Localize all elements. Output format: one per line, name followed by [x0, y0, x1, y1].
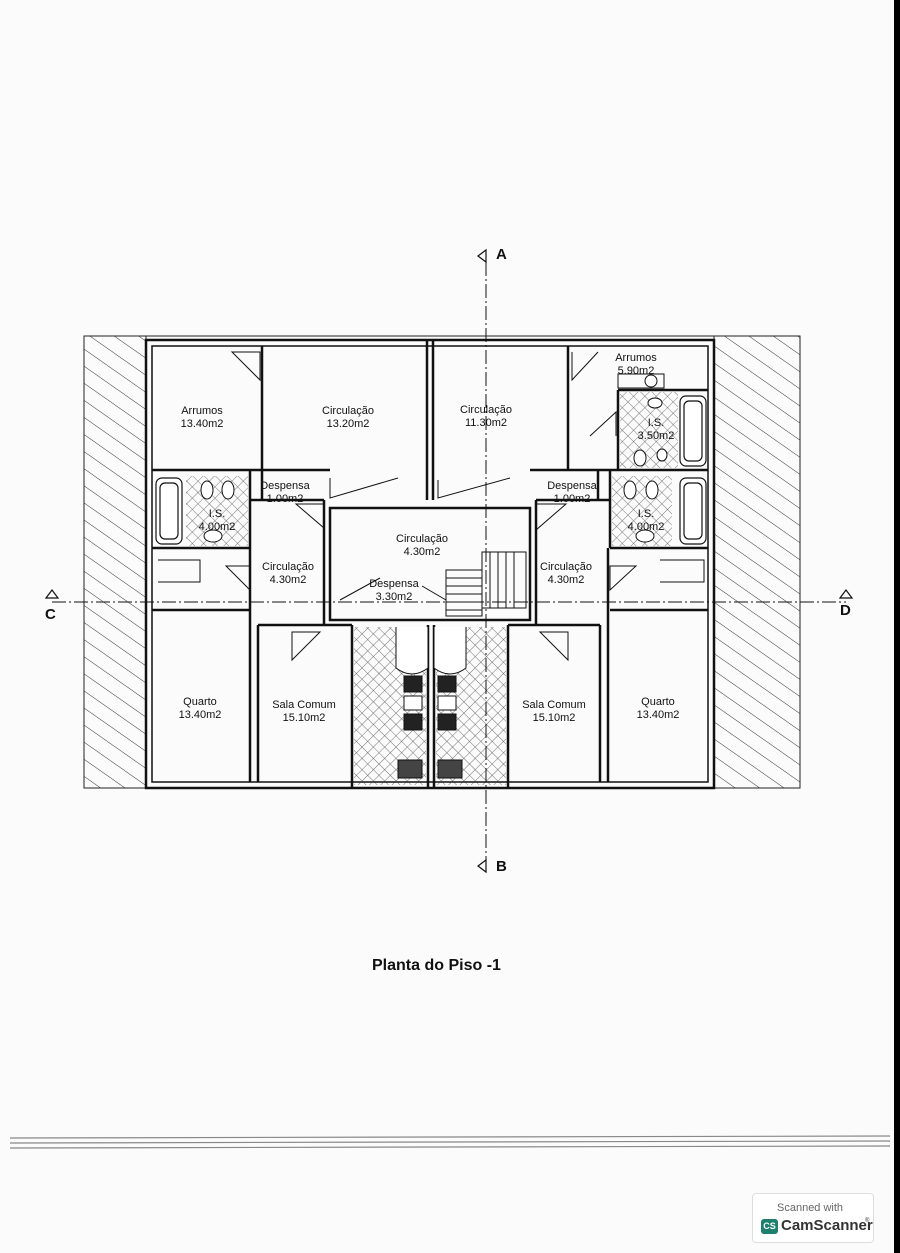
door-swings [158, 351, 705, 662]
room-label: I.S.4.00m2 [627, 508, 665, 533]
staircase [421, 551, 527, 617]
section-label-c: C [45, 606, 56, 623]
room-label: I.S.4.00m2 [198, 508, 236, 533]
bathtubs [155, 395, 707, 545]
trademark-symbol: ® [865, 1218, 870, 1224]
walls [144, 338, 716, 790]
sanitary-fixtures [200, 373, 668, 543]
right-ground-hatch [713, 335, 801, 789]
camscanner-badge: Scanned with CS CamScanner ® [752, 1193, 874, 1243]
section-label-a: A [496, 246, 507, 263]
lightwells [395, 627, 467, 779]
camscanner-name: CamScanner [781, 1217, 873, 1234]
camscanner-logo-icon: CS [761, 1219, 778, 1234]
room-label: I.S.3.50m2 [637, 417, 675, 442]
section-markers [44, 248, 854, 874]
section-label-d: D [840, 602, 851, 619]
left-ground-hatch [83, 335, 147, 789]
scanned-with-text: Scanned with [777, 1202, 844, 1214]
section-lines [52, 262, 846, 860]
sheet-border [9, 1135, 891, 1149]
plan-title: Planta do Piso -1 [372, 957, 501, 974]
section-label-b: B [496, 858, 507, 875]
